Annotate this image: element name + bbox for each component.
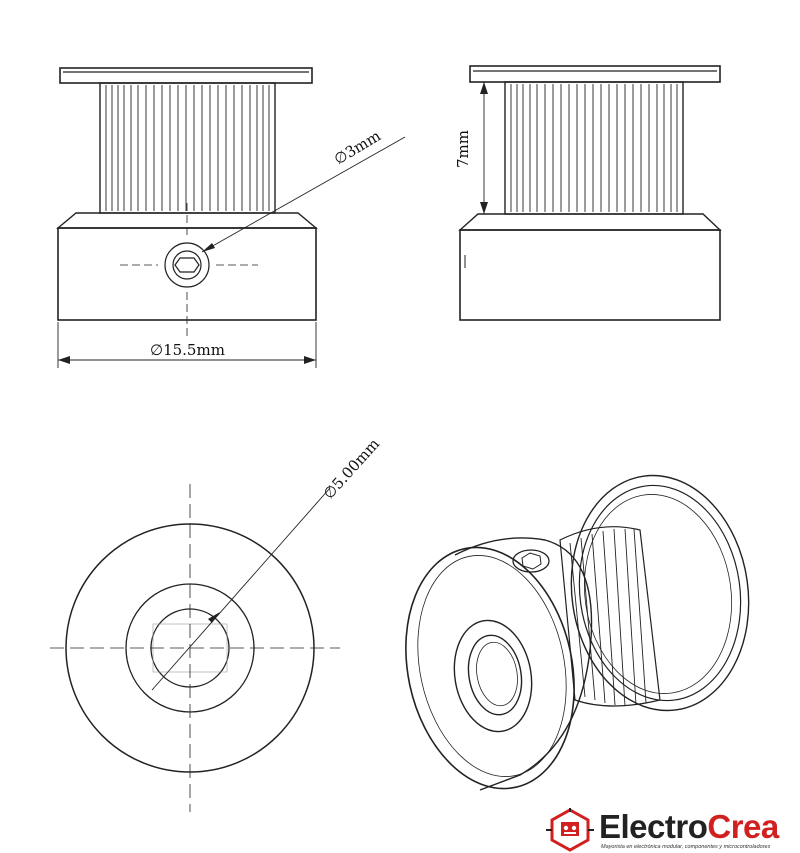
brand-tagline: Mayorista en electrónica modular, compon… [601,844,771,850]
iso-hub-face [405,546,575,790]
iso-teeth [559,526,661,707]
front-view [56,67,406,368]
iso-flange [570,474,750,712]
outer-diameter-label: ∅15.5mm [150,341,225,359]
iso-set-screw [512,549,550,573]
front-flange [59,67,313,84]
iso-hub-body [454,537,593,791]
height-label: 7mm [454,130,472,168]
side-hub [459,229,721,321]
electrocrea-logo: ElectroCrea Mayorista en electrónica mod… [544,806,800,853]
bore-diameter-label: ∅5.00mm [320,435,384,503]
end-view [50,484,340,812]
front-teeth-body [99,82,276,214]
side-teeth-body [504,81,684,215]
isometric-view [405,474,750,791]
side-hub-chamfer [458,213,722,231]
brand-name-part1: Electro [599,808,708,845]
hole-diameter-label: ∅3mm [331,127,384,169]
iso-bore-outer [453,619,533,733]
brand-name: ElectroCrea [599,808,779,846]
side-view [458,65,722,321]
height-dimension [472,81,500,214]
bore-leader [151,487,331,691]
set-screw-front [120,203,258,338]
width-dimension [57,322,317,368]
brand-name-part2: Crea [707,808,779,845]
side-flange [469,65,721,83]
chip-robot-icon [546,808,594,852]
hole-leader [201,136,406,253]
